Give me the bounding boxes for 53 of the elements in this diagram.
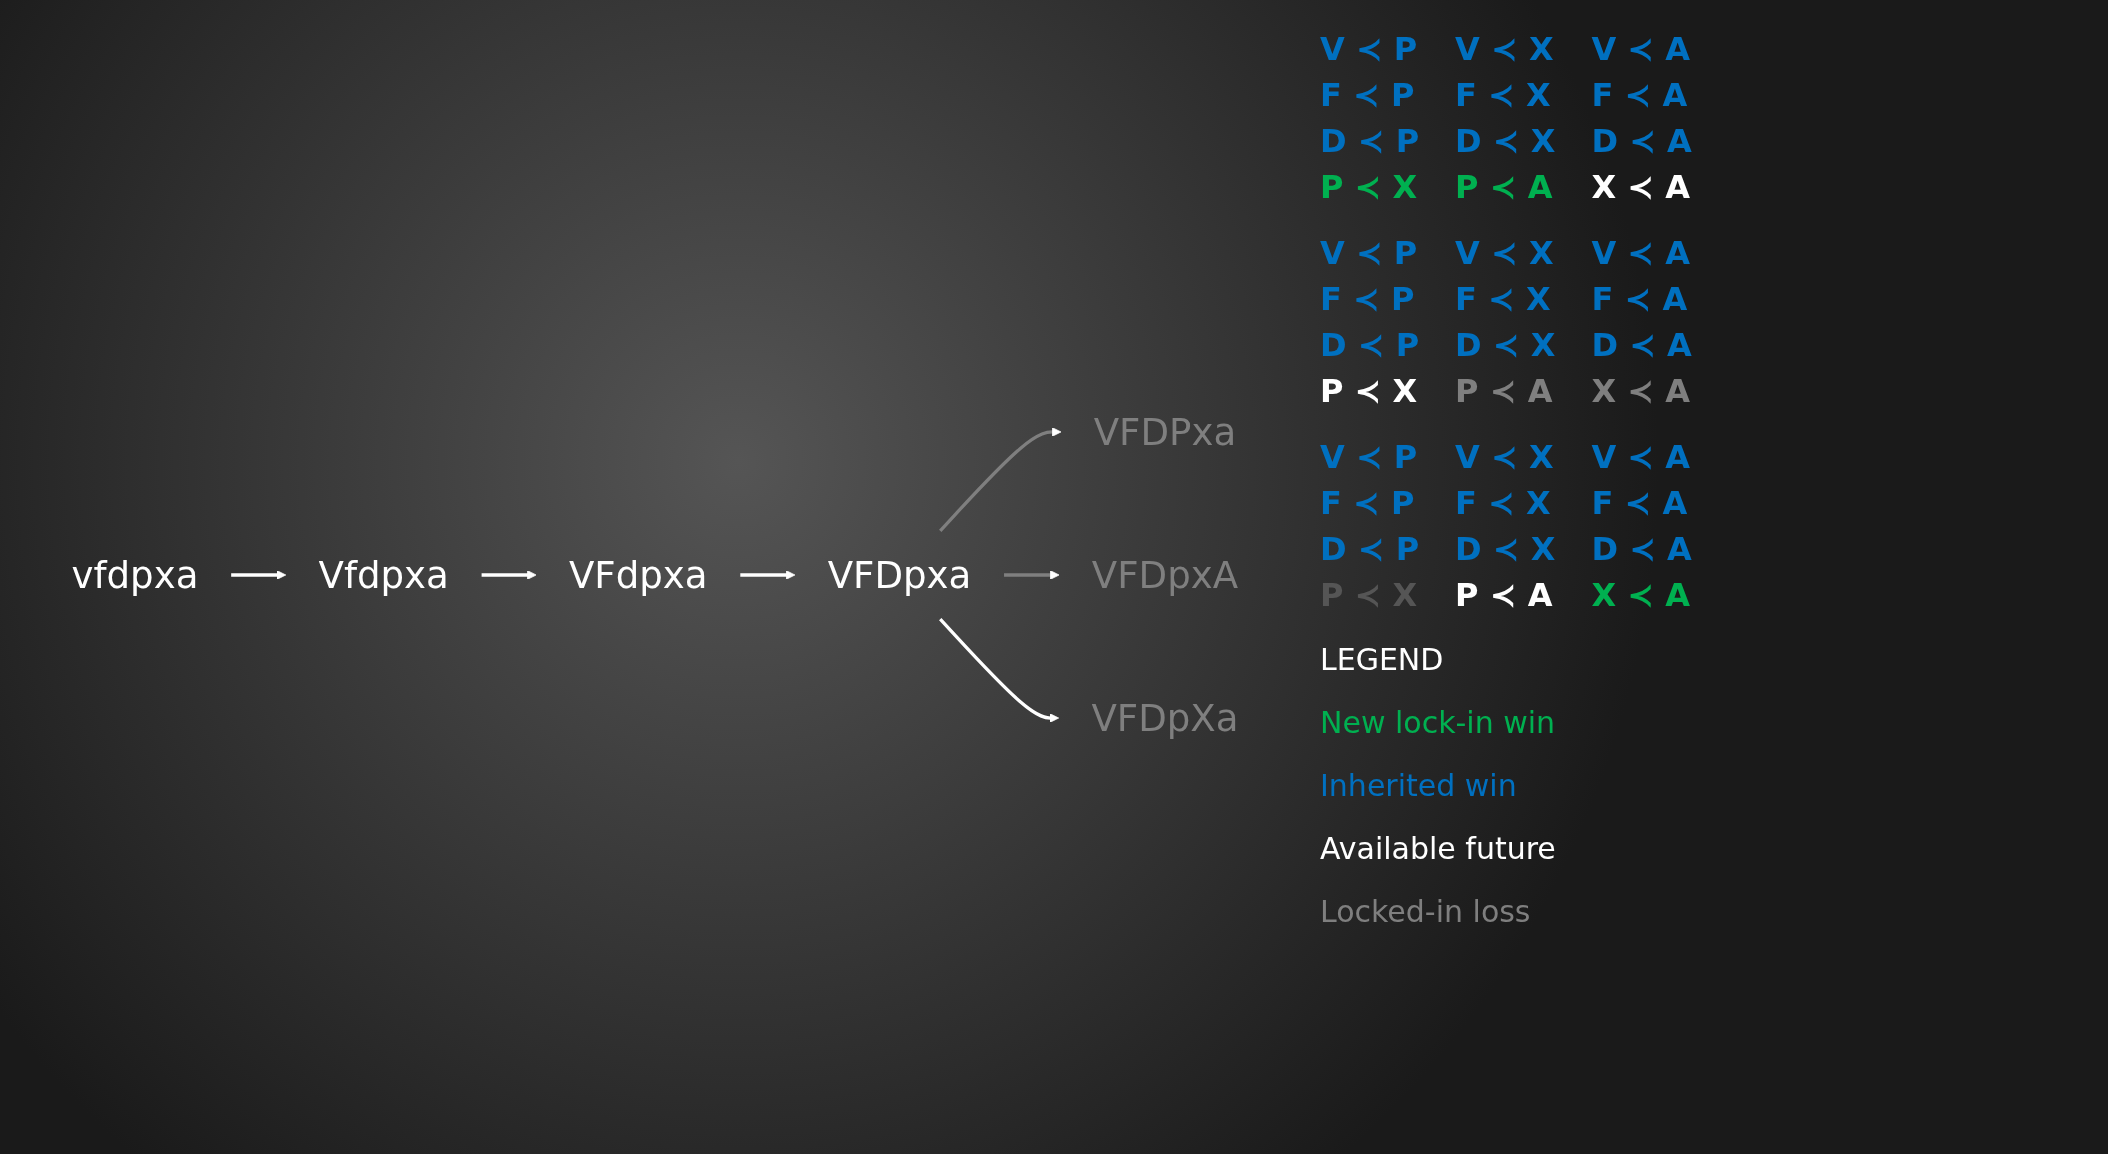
relation-text: V ≺ P xyxy=(1320,438,1419,476)
legend-entry: Inherited win xyxy=(1320,768,1518,803)
relation-text: V ≺ X xyxy=(1455,438,1555,476)
relation-text: P ≺ A xyxy=(1455,576,1554,614)
relation-text: F ≺ A xyxy=(1591,280,1689,318)
relation-text: D ≺ X xyxy=(1455,122,1556,160)
relation-text: V ≺ A xyxy=(1591,30,1692,68)
arrow xyxy=(939,618,1060,723)
relation-text: F ≺ X xyxy=(1455,484,1552,522)
relation-text: P ≺ X xyxy=(1320,372,1419,410)
relation-text: F ≺ X xyxy=(1455,76,1552,114)
relation-text: D ≺ X xyxy=(1455,326,1556,364)
relation-text: F ≺ P xyxy=(1320,76,1416,114)
relation-text: D ≺ X xyxy=(1455,530,1556,568)
relation-text: F ≺ A xyxy=(1591,484,1689,522)
relation-text: P ≺ X xyxy=(1320,168,1419,206)
relation-text: F ≺ P xyxy=(1320,280,1416,318)
relation-text: P ≺ A xyxy=(1455,168,1554,206)
relation-text: D ≺ P xyxy=(1320,326,1420,364)
arrow xyxy=(939,427,1062,532)
node-text: Vfdpxa xyxy=(318,552,449,597)
node-text: VFDpXa xyxy=(1091,695,1239,740)
legend-entry: New lock-in win xyxy=(1320,705,1557,740)
relation-text: D ≺ P xyxy=(1320,530,1420,568)
relation-text: V ≺ X xyxy=(1455,234,1555,272)
arrow xyxy=(1004,570,1060,580)
relation-text: X ≺ A xyxy=(1591,576,1691,614)
node-text: VFDPxa xyxy=(1093,409,1237,454)
relation-text: D ≺ P xyxy=(1320,122,1420,160)
relation-text: F ≺ A xyxy=(1591,76,1689,114)
node-text: vfdpxa xyxy=(71,552,199,597)
arrow xyxy=(481,570,537,580)
relation-text: P ≺ A xyxy=(1455,372,1554,410)
relation-text: X ≺ A xyxy=(1591,168,1691,206)
relation-text: D ≺ A xyxy=(1591,326,1692,364)
relation-text: D ≺ A xyxy=(1591,530,1692,568)
relation-text: D ≺ A xyxy=(1591,122,1692,160)
legend-entry: Locked-in loss xyxy=(1320,894,1532,929)
node-text: VFdpxa xyxy=(568,552,708,597)
relation-text: F ≺ P xyxy=(1320,484,1416,522)
relation-text: V ≺ A xyxy=(1591,234,1692,272)
arrow xyxy=(231,570,287,580)
node-text: VFDpxA xyxy=(1091,552,1239,597)
arrow xyxy=(740,570,796,580)
relation-text: F ≺ X xyxy=(1455,280,1552,318)
relation-text: X ≺ A xyxy=(1591,372,1691,410)
relation-text: V ≺ P xyxy=(1320,30,1419,68)
node-text: VFDpxa xyxy=(827,552,972,597)
relation-text: V ≺ A xyxy=(1591,438,1692,476)
relation-text: V ≺ P xyxy=(1320,234,1419,272)
legend-entry: Available future xyxy=(1320,831,1557,866)
legend-heading: LEGEND xyxy=(1320,642,1445,677)
relation-text: V ≺ X xyxy=(1455,30,1555,68)
